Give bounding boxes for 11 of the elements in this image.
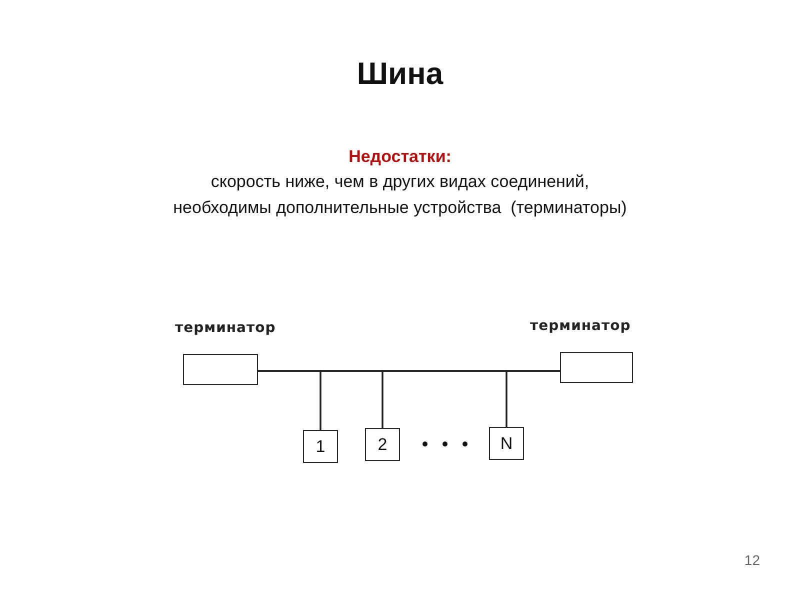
- note-heading: Недостатки:: [348, 147, 452, 167]
- bus-line: [506, 370, 560, 427]
- page-number: 12: [744, 552, 760, 568]
- note-text: необходимы дополнительные устройства (терминаторы): [173, 198, 627, 218]
- terminator-label: терминатор: [530, 318, 631, 334]
- terminator-label: терминатор: [175, 320, 276, 336]
- workstation-box: N: [489, 427, 524, 460]
- note-text: скорость ниже, чем в других видах соединений,: [210, 172, 590, 192]
- workstation-box: 1: [303, 430, 338, 463]
- slide-title: Шина: [356, 56, 444, 92]
- workstation-box: 2: [365, 428, 400, 461]
